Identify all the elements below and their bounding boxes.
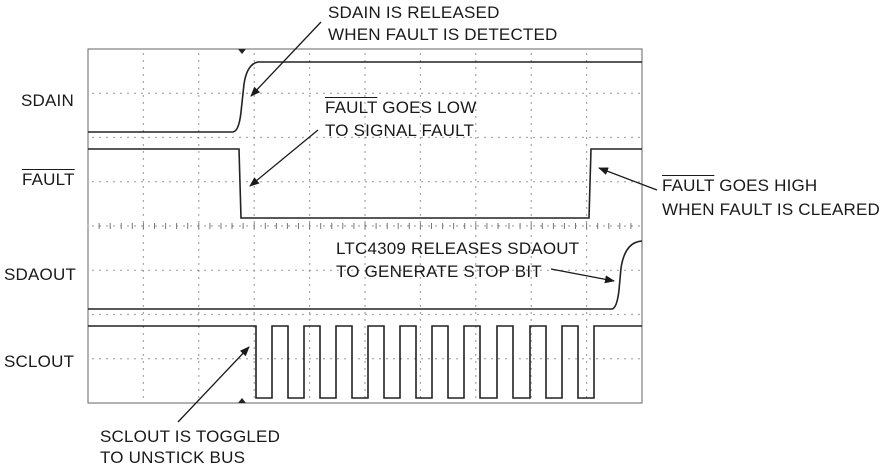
sdain-trace (88, 61, 642, 133)
fault-high-note-text: GOES HIGH (714, 176, 818, 195)
sdaout-release-arrow (550, 268, 615, 284)
fault-high-arrow (598, 167, 658, 191)
sdaout-channel-label: SDAOUT (4, 265, 77, 284)
sclout-toggle-note-line1: SCLOUT IS TOGGLED (100, 427, 281, 446)
trigger-marker-top (238, 49, 246, 54)
fault-high-note-line2: WHEN FAULT IS CLEARED (662, 200, 881, 219)
fault-low-note-line2: TO SIGNAL FAULT (325, 121, 475, 140)
fault-low-arrow (249, 129, 319, 187)
fault-channel-label: FAULT (22, 170, 75, 189)
fault-low-note-signal: FAULT (325, 98, 378, 117)
sdain-channel-label: SDAIN (21, 91, 74, 110)
sdain-released-arrow (250, 21, 322, 97)
sdain-released-note-line2: WHEN FAULT IS DETECTED (328, 25, 558, 44)
fault-high-note-signal: FAULT (662, 176, 715, 195)
sclout-toggle-note-line2: TO UNSTICK BUS (100, 448, 246, 467)
trigger-marker-bottom (238, 398, 246, 403)
sdain-released-note-line1: SDAIN IS RELEASED (328, 3, 500, 22)
fault-low-note-text: GOES LOW (377, 98, 477, 117)
sclout-channel-label: SCLOUT (4, 352, 75, 371)
sdaout-release-note-line2: TO GENERATE STOP BIT (336, 262, 542, 281)
sdaout-trace (88, 240, 643, 310)
fault-trace (88, 148, 642, 219)
fault-high-note-line1: FAULT GOES HIGH (662, 176, 817, 195)
sclout-toggle-arrow (177, 346, 250, 423)
sdaout-release-note-line1: LTC4309 RELEASES SDAOUT (336, 239, 580, 258)
sclout-trace (88, 325, 642, 399)
fault-low-note-line1: FAULT GOES LOW (325, 98, 476, 117)
